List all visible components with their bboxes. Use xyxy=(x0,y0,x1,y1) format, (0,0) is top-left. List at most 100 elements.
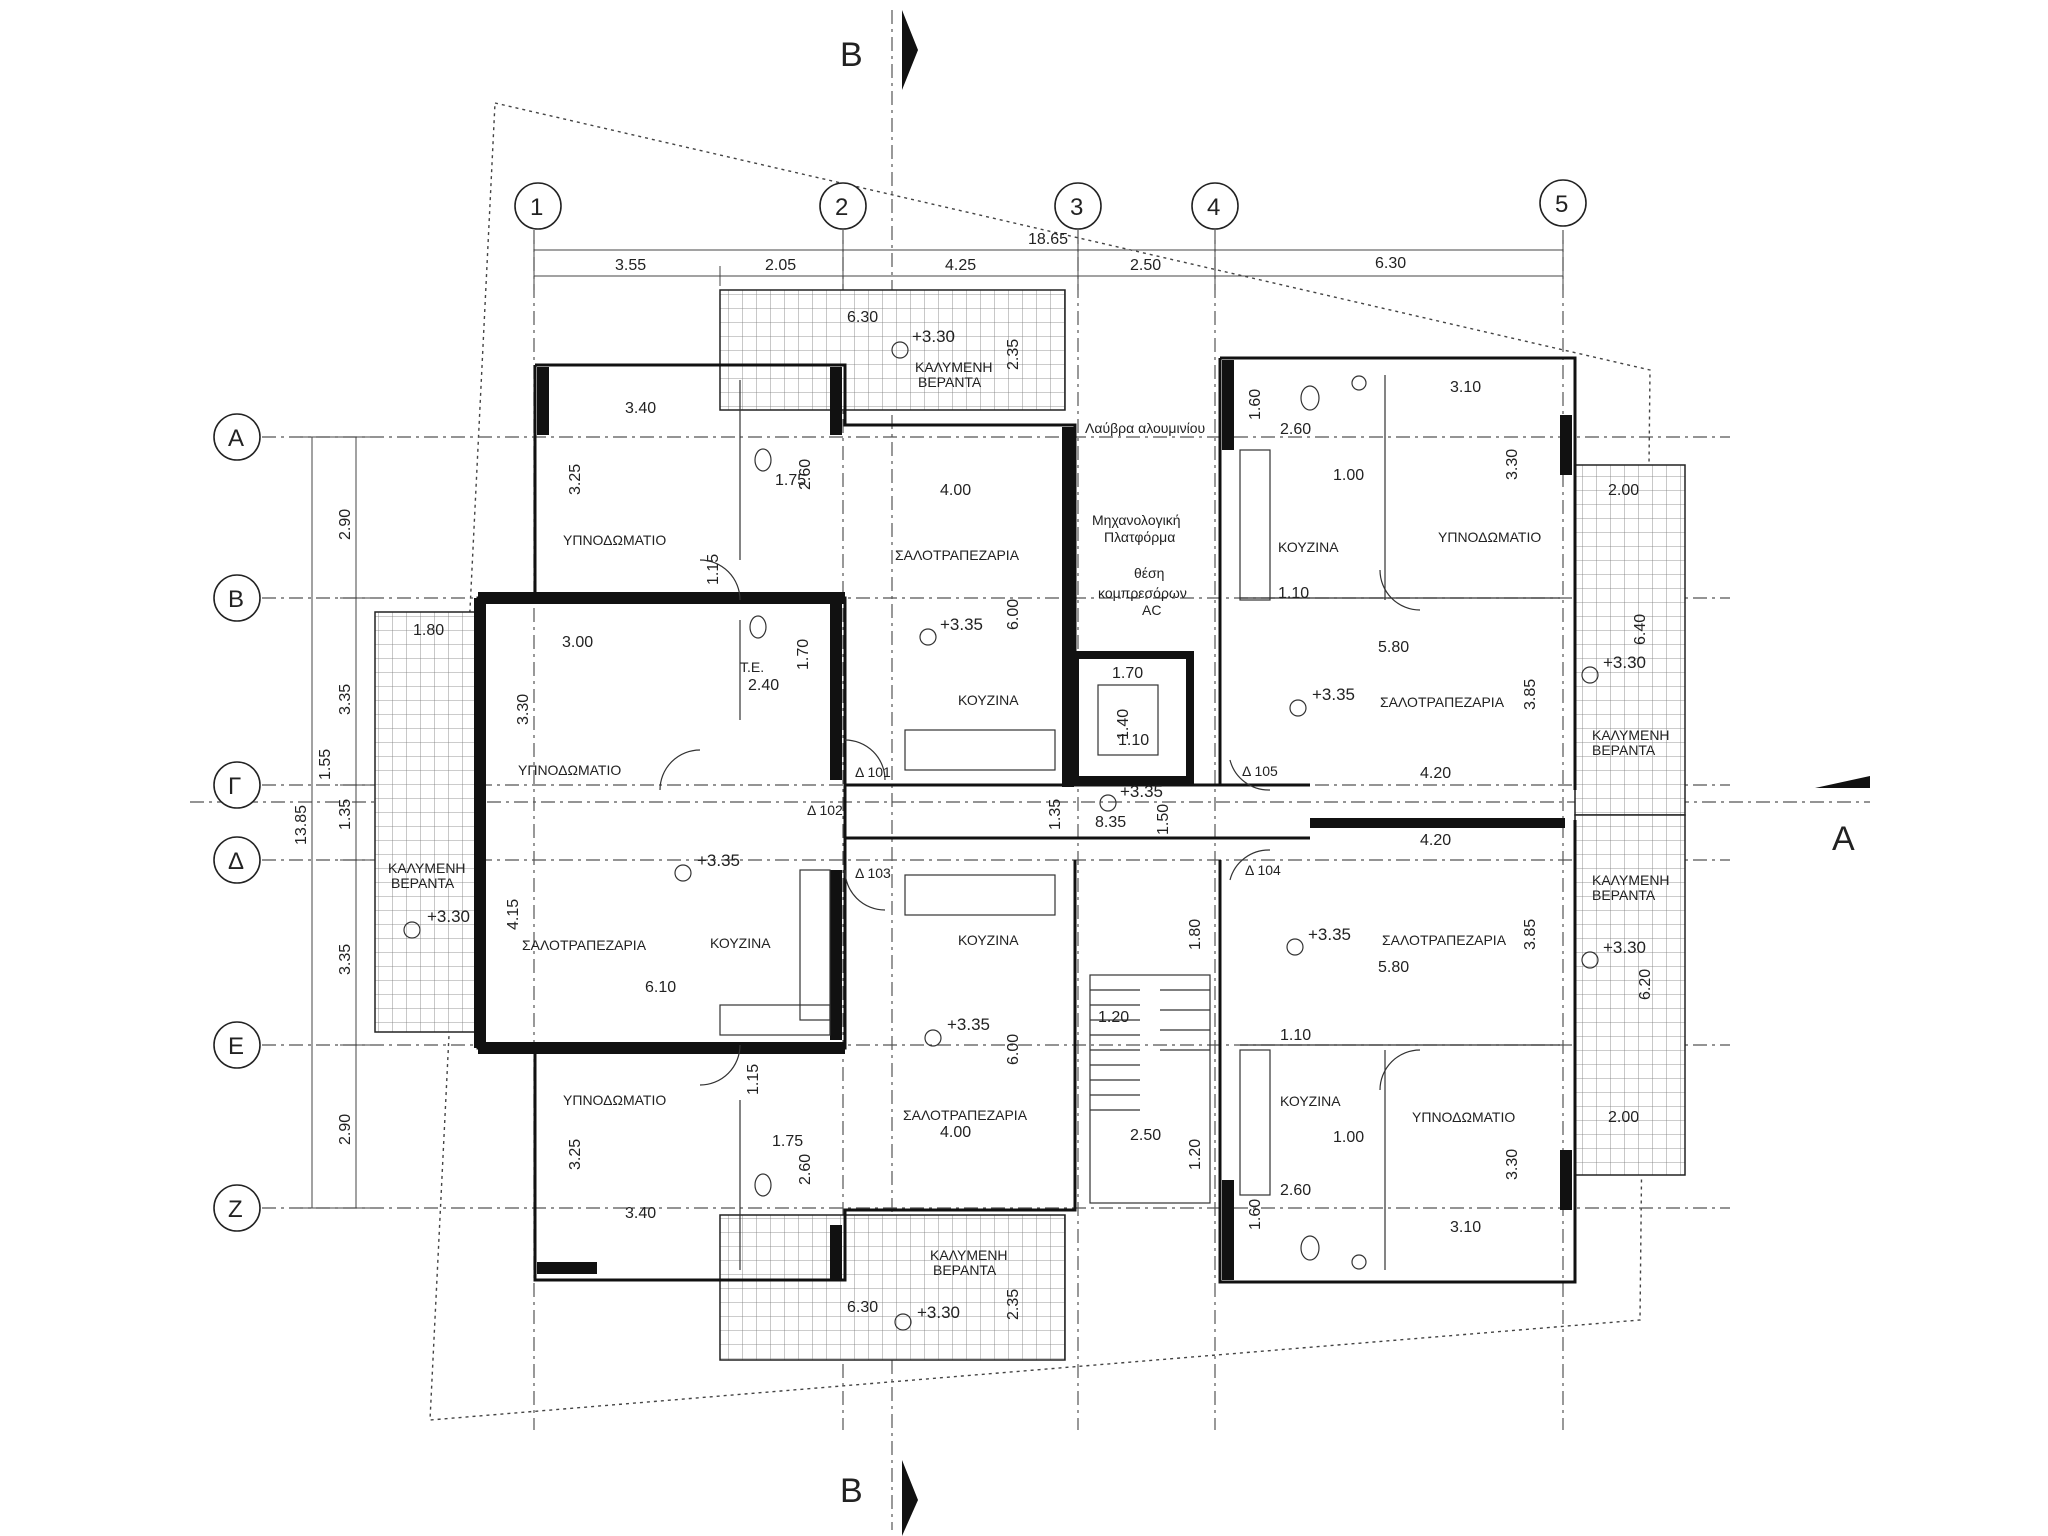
room-dimension-labels: 3.40 3.25 2.60 1.75 1.15 4.00 6.00 6.30 … xyxy=(413,309,1654,1320)
label-mech-platform-2: Πλατφόρμα xyxy=(1104,529,1175,545)
axis-label-d: Δ xyxy=(228,848,244,875)
dim-r-bath-h: 1.60 xyxy=(1247,389,1264,420)
dim-ml-living-w: 6.10 xyxy=(645,979,676,996)
dim-stair-top: 1.80 xyxy=(1187,919,1204,950)
level-left-veranda: +3.30 xyxy=(427,907,470,926)
top-dimension-chain: 18.65 3.55 2.05 4.25 2.50 6.30 xyxy=(533,231,1564,290)
section-arrow-top-icon xyxy=(902,10,918,90)
dim-left-seg-1: 2.90 xyxy=(337,509,354,540)
axis-label-4: 4 xyxy=(1207,194,1220,221)
dim-ml-bath-w: 2.40 xyxy=(748,677,779,694)
dim-bl-living-w: 4.00 xyxy=(940,1124,971,1141)
dim-overall-height: 13.85 xyxy=(293,805,310,845)
dim-left-seg-4: 1.35 xyxy=(337,799,354,830)
label-veranda-right-bottom-1: ΚΑΛΥΜΕΝΗ xyxy=(1592,872,1670,888)
dim-rb-living-w: 5.80 xyxy=(1378,959,1409,976)
dim-bottom-veranda-w: 6.30 xyxy=(847,1299,878,1316)
verandas xyxy=(374,289,1686,1361)
dim-stair-w: 1.20 xyxy=(1098,1009,1129,1026)
level-right-top-veranda: +3.30 xyxy=(1603,653,1646,672)
label-bedroom-2: ΥΠΝΟΔΩΜΑΤΙΟ xyxy=(518,762,621,778)
level-markers xyxy=(403,341,1599,1331)
label-bedroom-1: ΥΠΝΟΔΩΜΑΤΙΟ xyxy=(563,532,666,548)
dim-left-seg-5: 3.35 xyxy=(337,944,354,975)
level-top-veranda: +3.30 xyxy=(912,327,955,346)
label-bedroom-5: ΥΠΝΟΔΩΜΑΤΙΟ xyxy=(1412,1109,1515,1125)
label-living-3: ΣΑΛΟΤΡΑΠΕΖΑΡΙΑ xyxy=(903,1107,1028,1123)
axis-label-2: 2 xyxy=(835,194,848,221)
level-right-bottom-veranda: +3.30 xyxy=(1603,938,1646,957)
dim-tl-living-h: 6.00 xyxy=(1005,599,1022,630)
dim-rb-bed-w: 3.10 xyxy=(1450,1219,1481,1236)
dim-tl-bed-w: 3.40 xyxy=(625,400,656,417)
dim-top-veranda-w: 6.30 xyxy=(847,309,878,326)
label-veranda-right-top-2: ΒΕΡΑΝΤΑ xyxy=(1592,742,1656,758)
label-ac-3: AC xyxy=(1142,602,1161,618)
dim-rb-veranda-w: 2.00 xyxy=(1608,1109,1639,1126)
sink-icon xyxy=(1351,1254,1367,1270)
dim-tl-bath-h: 2.60 xyxy=(797,459,814,490)
dim-left-seg-6: 2.90 xyxy=(337,1114,354,1145)
level-mid-left-living: +3.35 xyxy=(697,851,740,870)
door-tag-103: Δ 103 xyxy=(855,865,891,881)
label-veranda-bottom-2: ΒΕΡΑΝΤΑ xyxy=(933,1262,997,1278)
level-bottom-veranda: +3.30 xyxy=(917,1303,960,1322)
dim-r-living-w2b: 4.20 xyxy=(1420,832,1451,849)
axis-label-z: Z xyxy=(228,1196,243,1223)
axis-label-5: 5 xyxy=(1555,191,1568,218)
dim-r-veranda-w: 2.00 xyxy=(1608,482,1639,499)
label-veranda-top-2: ΒΕΡΑΝΤΑ xyxy=(918,374,982,390)
door-tag-104: Δ 104 xyxy=(1245,862,1281,878)
column-axis-bubbles: 1 2 3 4 5 xyxy=(514,179,1587,230)
dim-bl-door: 1.15 xyxy=(745,1064,762,1095)
axis-label-b: B xyxy=(228,586,244,613)
stair-treads xyxy=(1090,989,1210,1111)
label-veranda-right-top-1: ΚΑΛΥΜΕΝΗ xyxy=(1592,727,1670,743)
label-kitchen-4: ΚΟΥΖΙΝΑ xyxy=(1278,539,1339,555)
walls xyxy=(474,356,1577,1284)
dim-rb-kitchen-w: 1.00 xyxy=(1333,1129,1364,1146)
dim-left-seg-3: 1.55 xyxy=(317,749,334,780)
row-axis-bubbles: A B Γ Δ E Z xyxy=(213,413,261,1232)
veranda-left xyxy=(374,611,481,1033)
elevator-shaft xyxy=(1071,651,1194,784)
dim-rb-bath-h: 1.60 xyxy=(1247,1199,1264,1230)
dim-bottom-veranda-h: 2.35 xyxy=(1005,1289,1022,1320)
toilet-icon xyxy=(1300,385,1320,411)
dim-rb-bath-w: 2.60 xyxy=(1280,1182,1311,1199)
elevator-car xyxy=(1097,684,1159,756)
toilet-icon xyxy=(749,615,767,639)
label-kitchen-2: ΚΟΥΖΙΝΑ xyxy=(710,935,771,951)
label-bedroom-3: ΥΠΝΟΔΩΜΑΤΙΟ xyxy=(563,1092,666,1108)
dim-elevator-w: 1.70 xyxy=(1112,665,1143,682)
dim-tl-bath-w: 1.75 xyxy=(775,472,806,489)
label-veranda-top-1: ΚΑΛΥΜΕΝΗ xyxy=(915,359,993,375)
dim-top-veranda-h: 2.35 xyxy=(1005,339,1022,370)
door-tags: Δ 101 Δ 102 Δ 103 Δ 104 Δ 105 xyxy=(807,763,1281,881)
dim-shaft: 1.50 xyxy=(1155,804,1172,835)
level-top-left-living: +3.35 xyxy=(940,615,983,634)
level-right-top-living: +3.35 xyxy=(1312,685,1355,704)
left-dimension-chain: 13.85 2.90 3.35 1.55 1.35 3.35 2.90 xyxy=(293,436,370,1209)
dim-rb-veranda-h: 6.20 xyxy=(1637,969,1654,1000)
dim-tl-living-w: 4.00 xyxy=(940,482,971,499)
dim-bl-living-h: 6.00 xyxy=(1005,1034,1022,1065)
dim-elevator-h: 1.40 xyxy=(1115,709,1132,740)
dim-ml-bath-h: 1.70 xyxy=(795,639,812,670)
sink-icon xyxy=(1351,375,1367,391)
level-bottom-left-living: +3.35 xyxy=(947,1015,990,1034)
dim-r-bed-h: 3.30 xyxy=(1504,449,1521,480)
label-wc: Τ.Ε. xyxy=(740,659,764,675)
kitchen-counters xyxy=(719,449,1271,1196)
dim-left-seg-2: 3.35 xyxy=(337,684,354,715)
axis-label-3: 3 xyxy=(1070,194,1083,221)
room-labels: ΥΠΝΟΔΩΜΑΤΙΟ ΣΑΛΟΤΡΑΠΕΖΑΡΙΑ ΚΟΥΖΙΝΑ ΥΠΝΟΔ… xyxy=(388,359,1670,1278)
dim-stair-len: 2.50 xyxy=(1130,1127,1161,1144)
dim-bl-bed-h: 3.25 xyxy=(567,1139,584,1170)
label-veranda-left-1: ΚΑΛΥΜΕΝΗ xyxy=(388,860,466,876)
label-bedroom-4: ΥΠΝΟΔΩΜΑΤΙΟ xyxy=(1438,529,1541,545)
dim-r-living-w: 5.80 xyxy=(1378,639,1409,656)
dim-rb-living-h: 3.85 xyxy=(1522,919,1539,950)
dim-ml-bed-h: 3.30 xyxy=(515,694,532,725)
veranda-right-bottom xyxy=(1574,814,1686,1176)
